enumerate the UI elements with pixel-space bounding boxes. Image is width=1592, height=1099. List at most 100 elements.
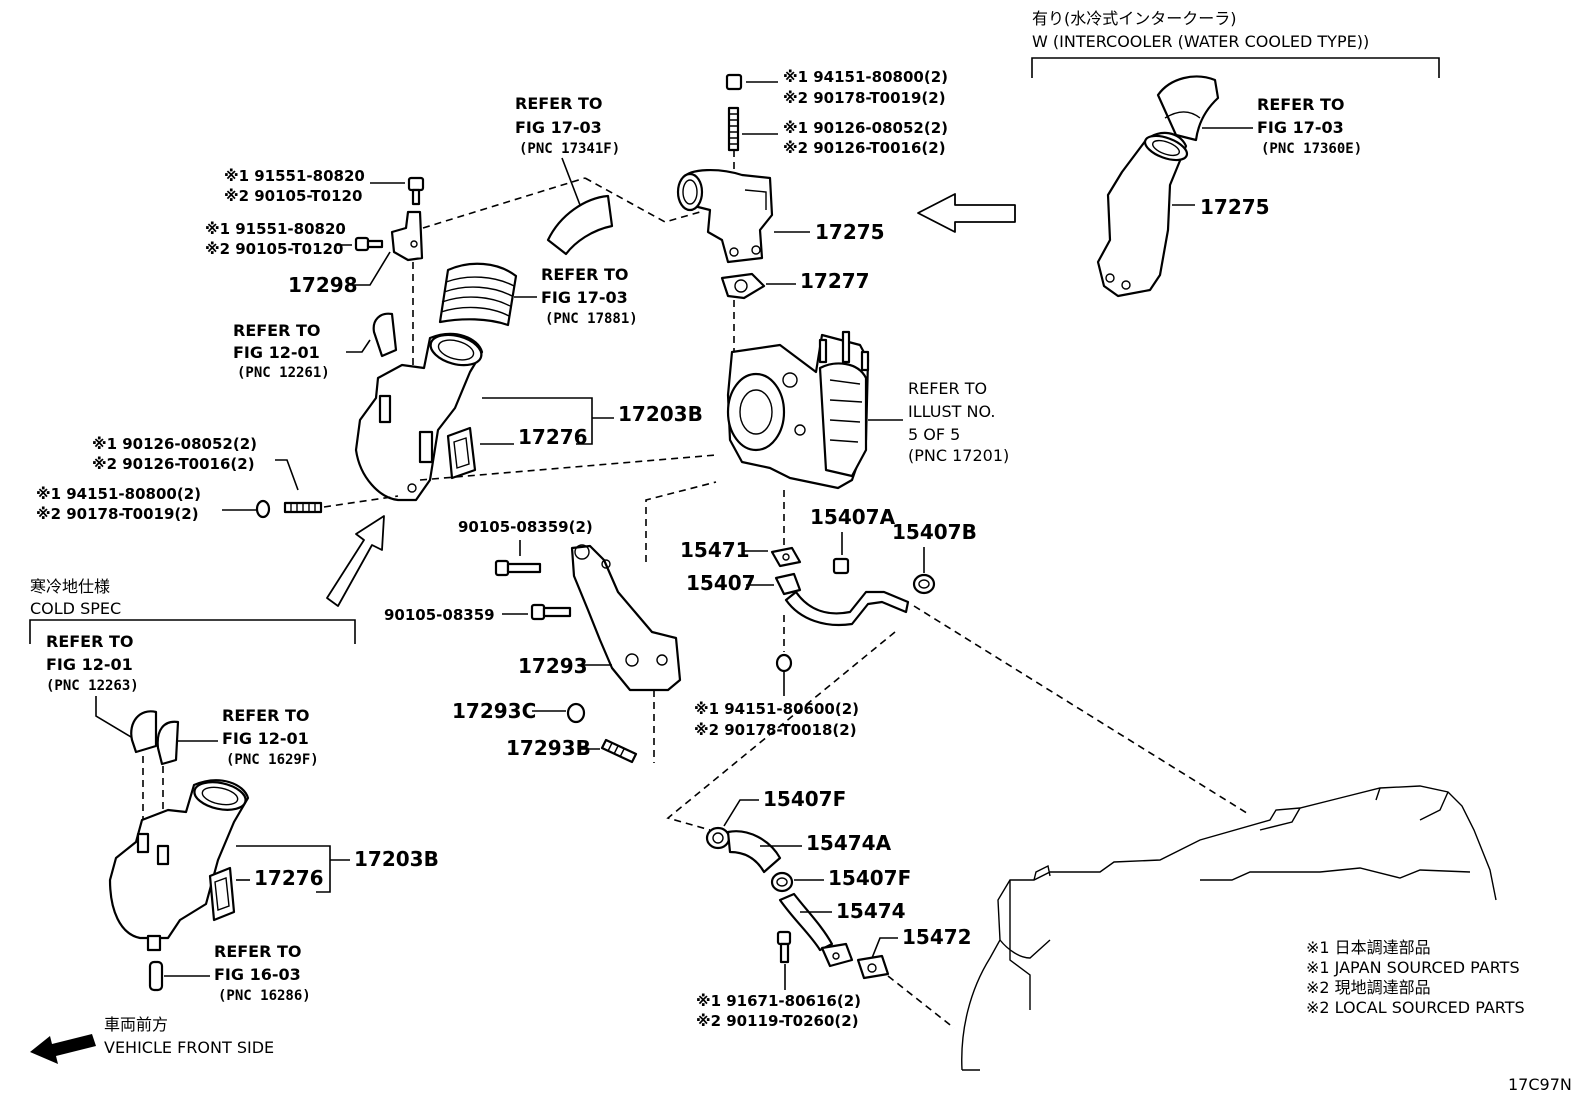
label-17203b-cold: 17203B <box>354 847 439 871</box>
legend-line-2: ※1 JAPAN SOURCED PARTS <box>1306 958 1520 977</box>
label-17277: 17277 <box>800 269 870 293</box>
refer-12261-l3: (PNC 12261) <box>237 365 330 381</box>
gasket-17276 <box>446 426 477 480</box>
bellows-hose <box>438 262 518 327</box>
cold-small-pipe <box>148 960 164 992</box>
gasket-15471 <box>770 546 802 568</box>
legend-line-4: ※2 LOCAL SOURCED PARTS <box>1306 998 1525 1017</box>
bolt-br-pn-1: 90105-08359(2) <box>458 518 593 536</box>
gasket-15407b <box>912 573 936 595</box>
label-17293c: 17293C <box>452 699 536 723</box>
refer-17201-l2: ILLUST NO. <box>908 402 995 421</box>
bolt-a-pn-1: ※1 91551-80820 <box>224 167 365 185</box>
label-17275-ic: 17275 <box>1200 195 1270 219</box>
vehicle-front-arrow <box>30 1034 96 1064</box>
cold-hose-2 <box>156 720 180 766</box>
refer-16286-l1: REFER TO <box>214 942 302 961</box>
refer-1629f-l2: FIG 12-01 <box>222 729 309 748</box>
label-17298: 17298 <box>288 273 358 297</box>
refer-16286-l3: (PNC 16286) <box>218 988 311 1004</box>
label-15474: 15474 <box>836 899 906 923</box>
nut-pipe-pn-2: ※2 90178-T0018(2) <box>694 721 857 739</box>
label-15407b: 15407B <box>892 520 977 544</box>
refer-17341-l3: (PNC 17341F) <box>519 141 620 157</box>
refer-17360-l2: FIG 17-03 <box>1257 118 1344 137</box>
intercooler-bracket <box>1031 57 1440 78</box>
union-15407a <box>832 557 850 575</box>
clamp-15407f-1 <box>705 826 731 850</box>
flow-arrow <box>917 193 1016 233</box>
nut-l-pn-1: ※1 94151-80800(2) <box>36 485 201 503</box>
clamp-15407f-2 <box>770 871 794 893</box>
cold-spec-en: COLD SPEC <box>30 599 121 618</box>
cold-spec-jp: 寒冷地仕様 <box>30 577 110 596</box>
cold-inlet-pipe-17203b <box>108 779 250 952</box>
hose-upper <box>546 194 614 256</box>
refer-1629f-l1: REFER TO <box>222 706 310 725</box>
stud-l-pn-1: ※1 90126-08052(2) <box>92 435 257 453</box>
intercooler-note-jp: 有り(水冷式インタークーラ) <box>1032 9 1237 28</box>
stud-top-pn-2: ※2 90126-T0016(2) <box>783 139 946 157</box>
legend-line-1: ※1 日本調達部品 <box>1306 938 1431 957</box>
refer-17360-l1: REFER TO <box>1257 95 1345 114</box>
label-17276-main: 17276 <box>518 425 588 449</box>
bolt-b <box>354 236 384 252</box>
refer-17201-l1: REFER TO <box>908 379 987 398</box>
stud-17293b <box>600 738 638 764</box>
turbocharger <box>726 330 870 490</box>
refer-17881-l3: (PNC 17881) <box>545 311 638 327</box>
front-note-jp: 車両前方 <box>104 1015 168 1034</box>
stud-left <box>283 501 323 514</box>
pipe-15407 <box>774 572 910 626</box>
engine-block <box>961 785 1497 1071</box>
stud-l-pn-2: ※2 90126-T0016(2) <box>92 455 255 473</box>
bolt-br-pn-2: 90105-08359 <box>384 606 495 624</box>
bolt-a-pn-2: ※2 90105-T0120 <box>224 187 362 205</box>
gasket-17277 <box>720 272 766 300</box>
label-15471: 15471 <box>680 538 750 562</box>
refer-12261-l2: FIG 12-01 <box>233 343 320 362</box>
stud-top <box>727 106 740 152</box>
pipe-15474 <box>778 892 854 968</box>
front-note-en: VEHICLE FRONT SIDE <box>104 1038 274 1057</box>
intercooler-note-en: W (INTERCOOLER (WATER COOLED TYPE)) <box>1032 32 1369 51</box>
refer-17341-l1: REFER TO <box>515 94 603 113</box>
refer-17881-l2: FIG 17-03 <box>541 288 628 307</box>
bolt-b-pn-1: ※1 91551-80820 <box>205 220 346 238</box>
cold-hose-1 <box>130 710 158 754</box>
label-17203b-main: 17203B <box>618 402 703 426</box>
bolt-bracket-2 <box>530 603 572 621</box>
bracket-17293 <box>570 544 682 692</box>
bolt-a <box>407 176 425 206</box>
outlet-elbow-17275 <box>676 168 774 264</box>
hose-15474a <box>726 830 782 874</box>
intercooler-pipe-17275 <box>1096 131 1189 298</box>
label-17293b: 17293B <box>506 736 591 760</box>
bracket-17298 <box>390 210 424 262</box>
label-17293: 17293 <box>518 654 588 678</box>
nut-17293c <box>566 702 586 724</box>
nut-pipe <box>775 653 793 673</box>
cold-spec-bracket <box>29 619 356 644</box>
nut-top-pn-2: ※2 90178-T0019(2) <box>783 89 946 107</box>
legend-line-3: ※2 現地調達部品 <box>1306 978 1431 997</box>
label-17275-top: 17275 <box>815 220 885 244</box>
refer-17341-l2: FIG 17-03 <box>515 118 602 137</box>
cold-gasket-17276 <box>208 866 236 922</box>
nut-top <box>725 73 743 91</box>
intercooler-hose <box>1156 75 1220 142</box>
refer-1629f-l3: (PNC 1629F) <box>226 752 319 768</box>
refer-17201-l4: (PNC 17201) <box>908 446 1009 465</box>
refer-17201-l3: 5 OF 5 <box>908 425 960 444</box>
gasket-15472 <box>856 954 890 980</box>
bolt-low-pn-1: ※1 91671-80616(2) <box>696 992 861 1010</box>
refer-12261-l1: REFER TO <box>233 321 321 340</box>
label-15407: 15407 <box>686 571 756 595</box>
nut-top-pn-1: ※1 94151-80800(2) <box>783 68 948 86</box>
inlet-pipe-17203b <box>354 332 484 502</box>
refer-17881-l1: REFER TO <box>541 265 629 284</box>
refer-12263-l2: FIG 12-01 <box>46 655 133 674</box>
label-15474a: 15474A <box>806 831 892 855</box>
small-hose-12261 <box>372 312 398 358</box>
